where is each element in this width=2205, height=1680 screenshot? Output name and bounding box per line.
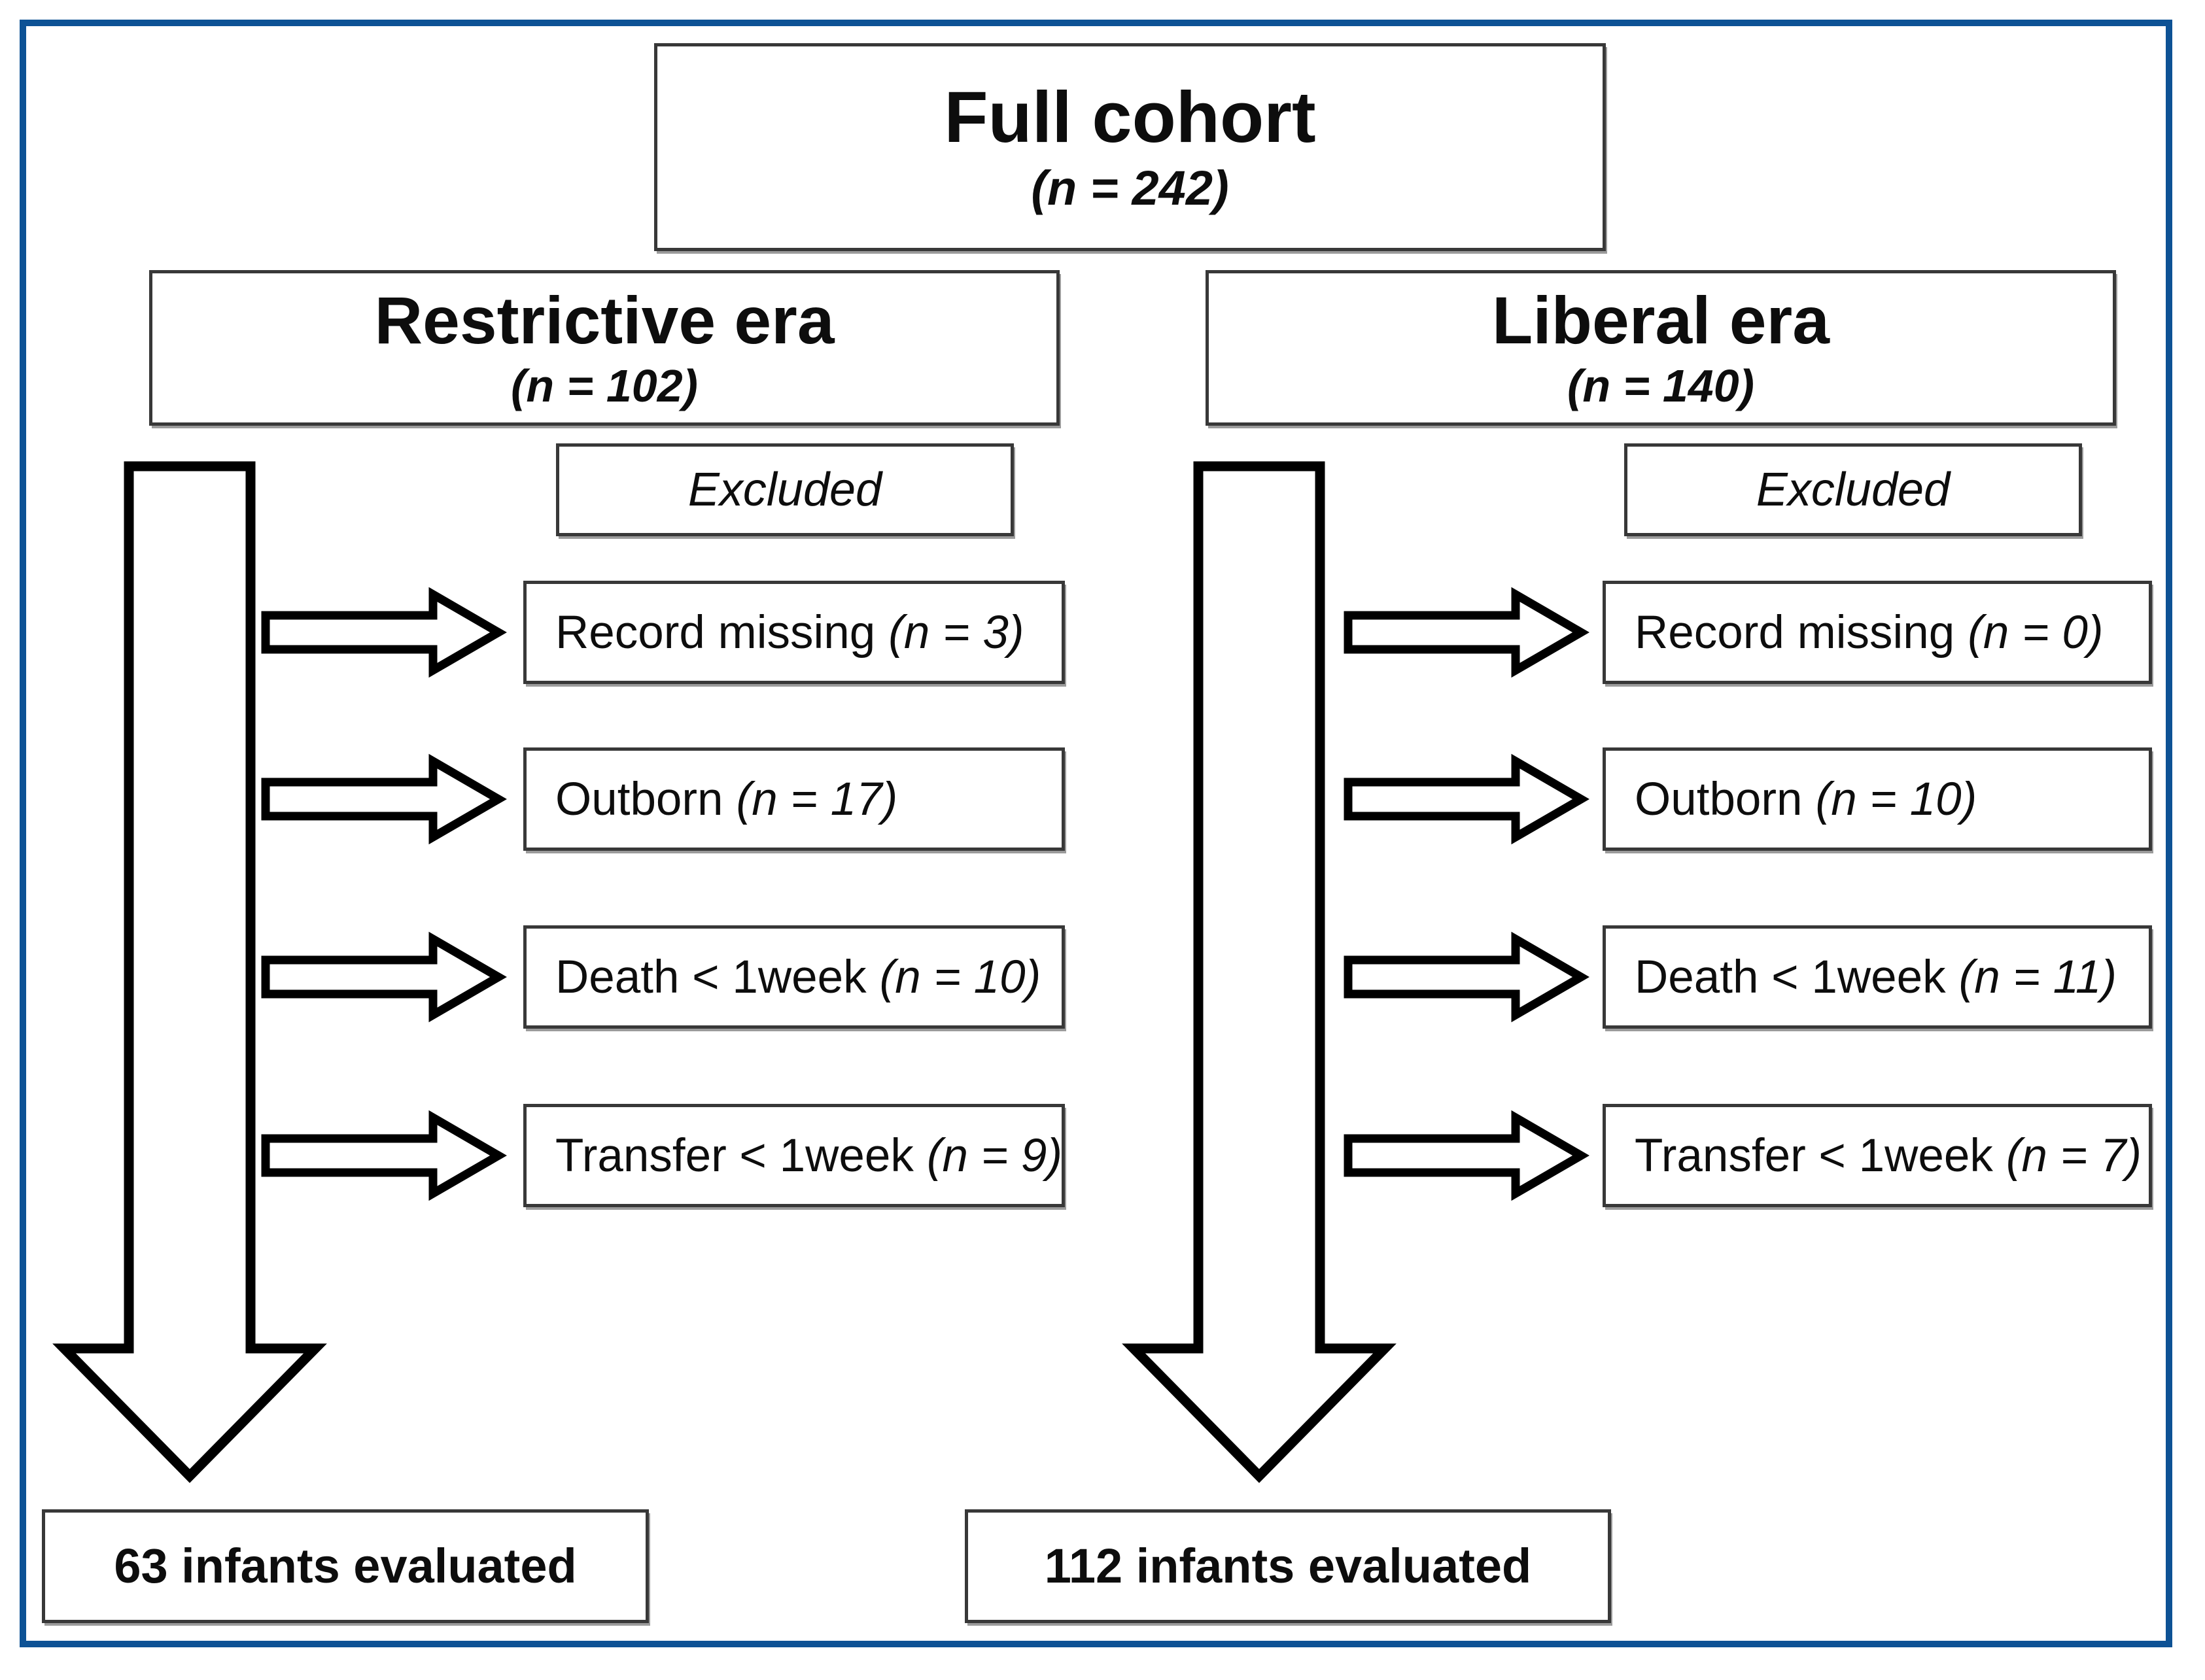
exclusion-n: (n = 7) — [2005, 1129, 2142, 1182]
exclusion-n: (n = 10) — [879, 951, 1041, 1003]
down-arrow-icon — [1122, 461, 1397, 1483]
full-cohort-title: Full cohort — [944, 77, 1316, 158]
excluded-header: Excluded — [1756, 464, 1951, 516]
outcome-label: 63 infants evaluated — [114, 1539, 577, 1593]
exclusion-label: Outborn — [1635, 773, 1803, 825]
exclusion-label: Record missing — [1635, 606, 1955, 659]
exclusion-n: (n = 10) — [1815, 773, 1977, 825]
exclusion-box-record-missing: Record missing (n = 0) — [1603, 581, 2152, 684]
era-n: (n = 102) — [511, 360, 698, 411]
era-box-restrictive: Restrictive era (n = 102) — [149, 270, 1060, 426]
right-arrow-icon — [261, 1110, 507, 1201]
exclusion-n: (n = 3) — [888, 606, 1024, 659]
exclusion-label: Transfer < 1week — [1635, 1129, 1993, 1182]
outcome-box-liberal: 112 infants evaluated — [965, 1509, 1611, 1623]
exclusion-label: Record missing — [555, 606, 876, 659]
outcome-label: 112 infants evaluated — [1044, 1539, 1532, 1593]
excluded-header-box-liberal: Excluded — [1624, 443, 2082, 536]
right-arrow-icon — [261, 587, 507, 678]
era-title: Restrictive era — [374, 283, 835, 358]
exclusion-box-death: Death < 1week (n = 11) — [1603, 925, 2152, 1029]
exclusion-box-record-missing: Record missing (n = 3) — [523, 581, 1065, 684]
exclusion-box-transfer: Transfer < 1week (n = 9) — [523, 1104, 1065, 1207]
exclusion-box-outborn: Outborn (n = 17) — [523, 747, 1065, 851]
excluded-header-box-restrictive: Excluded — [556, 443, 1014, 536]
exclusion-label: Death < 1week — [1635, 951, 1946, 1003]
exclusion-label: Outborn — [555, 773, 723, 825]
right-arrow-icon — [261, 753, 507, 845]
right-arrow-icon — [261, 931, 507, 1023]
outcome-box-restrictive: 63 infants evaluated — [42, 1509, 649, 1623]
right-arrow-icon — [1344, 931, 1589, 1023]
exclusion-n: (n = 17) — [736, 773, 898, 825]
full-cohort-n: (n = 242) — [1031, 161, 1229, 215]
exclusion-box-outborn: Outborn (n = 10) — [1603, 747, 2152, 851]
exclusion-box-transfer: Transfer < 1week (n = 7) — [1603, 1104, 2152, 1207]
full-cohort-box: Full cohort (n = 242) — [654, 43, 1606, 251]
exclusion-n: (n = 0) — [1968, 606, 2104, 659]
era-box-liberal: Liberal era (n = 140) — [1206, 270, 2116, 426]
exclusion-n: (n = 9) — [926, 1129, 1063, 1182]
down-arrow-icon — [52, 461, 327, 1483]
right-arrow-icon — [1344, 587, 1589, 678]
excluded-header: Excluded — [687, 464, 882, 516]
right-arrow-icon — [1344, 1110, 1589, 1201]
exclusion-label: Transfer < 1week — [555, 1129, 914, 1182]
exclusion-box-death: Death < 1week (n = 10) — [523, 925, 1065, 1029]
era-n: (n = 140) — [1567, 360, 1754, 411]
era-title: Liberal era — [1492, 283, 1830, 358]
exclusion-n: (n = 11) — [1958, 951, 2117, 1003]
right-arrow-icon — [1344, 753, 1589, 845]
diagram-border — [20, 20, 2172, 1647]
exclusion-label: Death < 1week — [555, 951, 867, 1003]
